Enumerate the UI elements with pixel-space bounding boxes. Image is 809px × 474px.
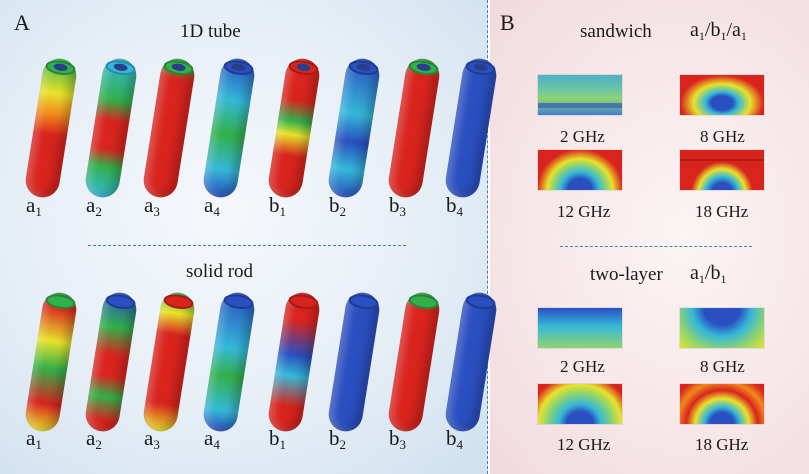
sample-label: a3 bbox=[144, 193, 160, 219]
panel-b-divider bbox=[560, 246, 752, 247]
freq-label: 18 GHz bbox=[695, 202, 749, 221]
sample-label: b1 bbox=[269, 193, 287, 219]
freq-label: 8 GHz bbox=[700, 357, 745, 376]
sample-label: a2 bbox=[86, 426, 102, 452]
twolayer-field-8ghz bbox=[680, 308, 764, 348]
sample-label-index: 3 bbox=[153, 204, 160, 219]
panel-divider bbox=[487, 0, 488, 474]
sample-label: a3 bbox=[144, 426, 160, 452]
twolayer-field-18ghz bbox=[680, 384, 764, 424]
sample-label-letter: b bbox=[329, 426, 340, 450]
panel-a-divider bbox=[88, 245, 406, 246]
sample-label-letter: a bbox=[144, 426, 154, 450]
twolayer-field-12ghz bbox=[538, 384, 622, 424]
sandwich-field-2ghz bbox=[538, 75, 622, 115]
sample-label: a4 bbox=[204, 193, 220, 219]
sample-label: a4 bbox=[204, 426, 220, 452]
panel-a-letter: A bbox=[14, 10, 30, 35]
sample-label-letter: a bbox=[204, 193, 214, 217]
freq-label: 12 GHz bbox=[557, 202, 611, 221]
sample-label-index: 4 bbox=[213, 437, 220, 452]
sample-label-index: 2 bbox=[339, 204, 347, 219]
sample-label-index: 2 bbox=[95, 204, 102, 219]
freq-label: 2 GHz bbox=[560, 357, 605, 376]
sample-label: b4 bbox=[446, 193, 464, 219]
sample-label: b1 bbox=[269, 426, 287, 452]
sample-label-index: 3 bbox=[153, 437, 160, 452]
sample-label: b3 bbox=[389, 426, 407, 452]
sample-label-index: 1 bbox=[35, 437, 42, 452]
freq-label: 2 GHz bbox=[560, 127, 605, 146]
sample-label-letter: b bbox=[389, 426, 400, 450]
sample-label-index: 4 bbox=[213, 204, 220, 219]
sandwich-field-12ghz bbox=[538, 150, 622, 190]
sample-label-letter: b bbox=[389, 193, 400, 217]
sample-label-index: 1 bbox=[35, 204, 42, 219]
sandwich-field-8ghz bbox=[680, 75, 764, 115]
sample-label-letter: a bbox=[26, 426, 36, 450]
sample-label: b2 bbox=[329, 426, 347, 452]
sandwich-title: sandwich bbox=[580, 21, 652, 42]
sample-label-letter: b bbox=[269, 426, 280, 450]
sample-label-index: 4 bbox=[456, 204, 464, 219]
sample-label: b2 bbox=[329, 193, 347, 219]
sample-label: a1 bbox=[26, 426, 42, 452]
twolayer-formula: a1/b1 bbox=[690, 262, 727, 286]
sandwich-formula: a1/b1/a1 bbox=[690, 19, 747, 43]
sample-label-letter: b bbox=[446, 426, 457, 450]
rod-title: solid rod bbox=[186, 261, 254, 282]
twolayer-field-2ghz bbox=[538, 308, 622, 348]
sample-label-index: 1 bbox=[279, 204, 287, 219]
sample-label-letter: a bbox=[144, 193, 154, 217]
sample-label-index: 4 bbox=[456, 437, 464, 452]
panel-b-letter: B bbox=[500, 10, 515, 35]
sample-label-letter: a bbox=[86, 193, 96, 217]
freq-label: 18 GHz bbox=[695, 435, 749, 454]
sample-label-index: 2 bbox=[95, 437, 102, 452]
sample-label-letter: b bbox=[329, 193, 340, 217]
twolayer-title: two-layer bbox=[590, 264, 663, 285]
sample-label: a2 bbox=[86, 193, 102, 219]
sample-label: b4 bbox=[446, 426, 464, 452]
freq-label: 8 GHz bbox=[700, 127, 745, 146]
sample-label-letter: a bbox=[26, 193, 36, 217]
sample-label-index: 2 bbox=[339, 437, 347, 452]
sample-label-index: 1 bbox=[279, 437, 287, 452]
sample-label-letter: a bbox=[204, 426, 214, 450]
sandwich-field-18ghz bbox=[680, 150, 764, 190]
sample-label-index: 3 bbox=[399, 437, 407, 452]
sample-label-letter: a bbox=[86, 426, 96, 450]
freq-label: 12 GHz bbox=[557, 435, 611, 454]
sample-label-letter: b bbox=[446, 193, 457, 217]
sample-label-letter: b bbox=[269, 193, 280, 217]
sample-label: b3 bbox=[389, 193, 407, 219]
sample-label-index: 3 bbox=[399, 204, 407, 219]
tube-title: 1D tube bbox=[180, 21, 241, 42]
sample-label: a1 bbox=[26, 193, 42, 219]
